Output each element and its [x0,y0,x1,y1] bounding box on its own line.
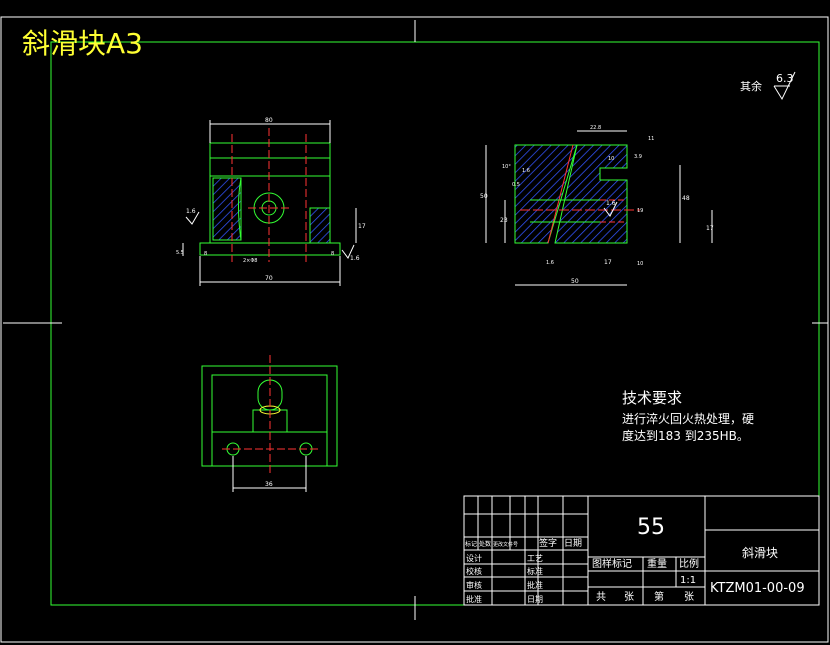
role-mid-2: 批准 [527,580,543,590]
title-scale-value: 1:1 [680,575,696,586]
roughness-side-mid: 1.6 [606,200,616,207]
dim-side-slot: 19 [637,208,643,214]
dim-front-bottom: 70 [265,275,273,282]
dim-front-top: 80 [265,117,273,124]
side-angle-b: 1.6 [522,168,530,174]
title-page-label: 第 [654,590,664,603]
role-mid-3: 日期 [527,595,543,604]
dim-front-left: 5.5 [176,250,184,256]
title-total-label: 共 [596,591,606,603]
rev-header-3: 签字 [539,537,557,549]
role-left-2: 审核 [466,580,482,590]
dim-side-bottom: 50 [571,278,579,285]
tech-req-line2: 度达到183 到235HB。 [622,428,749,443]
front-hole-note: 2×Φ8 [243,258,258,264]
side-angle-c: 1.6 [546,260,554,266]
dim-front-right: 17 [358,223,366,230]
title-page-sheet-label: 张 [684,591,694,603]
tech-req-title: 技术要求 [622,389,682,407]
dim-top-spacing: 36 [265,481,273,488]
role-mid-0: 工艺 [527,554,543,563]
outer-border [0,16,829,643]
roughness-front-right: 1.6 [350,255,360,262]
surface-finish-label: 其余 [740,79,762,93]
dim-side-top: 22.8 [590,125,601,131]
dim-side-right: 48 [682,195,690,202]
dim-side-top-right: 11 [648,136,654,142]
roughness-symbol [773,71,796,101]
drawing-title: 斜滑块A3 [22,27,143,60]
side-angle-a: 10° [502,164,511,170]
tech-req-line1: 进行淬火回火热处理，硬 [622,411,754,426]
side-small-a: 0.5 [512,182,520,188]
inner-frame [50,41,820,606]
surface-finish-value: 6.3 [776,72,794,85]
role-mid-1: 标准 [527,566,543,576]
front-view: 80 70 17 5.5 1.6 1.6 8 8 2×Φ8 [176,117,366,286]
rev-header-1: 处数 [479,540,491,548]
dim-side-lower: 23 [500,217,508,224]
role-left-0: 设计 [466,553,482,563]
title-part-name: 斜滑块 [742,546,778,560]
rev-header-2: 更改文件号 [493,541,518,548]
title-block: 55 斜滑块 KTZM01-00-09 图样标记 重量 比例 1:1 共 张 第… [463,495,820,606]
role-left-3: 批准 [466,594,482,604]
title-weight: 55 [637,515,665,540]
title-drawing-number: KTZM01-00-09 [710,581,805,596]
title-weight-label: 重量 [647,557,667,570]
dim-side-slot-small: 10 [637,261,643,267]
rev-header-4: 日期 [564,538,582,549]
dim-front-bottom-small-right: 8 [331,251,334,257]
title-mark-label: 图样标记 [592,557,632,570]
roughness-front-left: 1.6 [186,208,196,215]
top-view: 36 [201,355,338,492]
dim-side-height: 50 [480,193,488,200]
dim-side-bottom-right: 17 [604,259,612,266]
dim-side-right-small: 17 [706,225,714,232]
role-left-1: 校核 [466,566,482,576]
dim-front-bottom-small: 8 [204,251,207,257]
rev-header-0: 标记 [465,540,477,548]
title-sheet-label: 张 [624,591,634,603]
dim-side-inner: 10 [608,156,614,162]
side-view: 50 50 23 48 17 22.8 11 10 3.9 19 10 17 1… [480,125,714,286]
title-scale-label: 比例 [679,557,699,570]
dim-side-inner-r: 3.9 [634,154,642,160]
